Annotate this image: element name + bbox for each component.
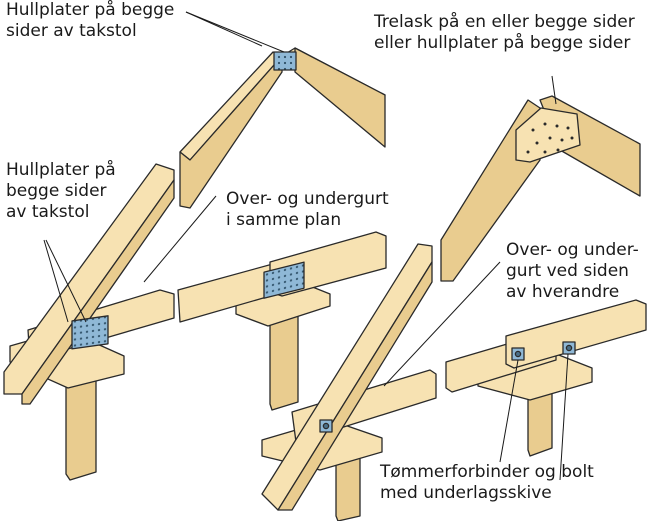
- leader-mid-left-a: [43, 239, 69, 323]
- wood-gusset-plate: [515, 107, 581, 163]
- left-rafter-top-right: [440, 99, 541, 282]
- leader-mid-left-b: [45, 239, 87, 323]
- leader-bottom-right-b: [559, 353, 569, 481]
- bolt-low: [322, 422, 330, 430]
- label-mid-right: Over- og under- gurt ved siden av hveran…: [506, 240, 639, 303]
- label-bottom-right: Tømmerforbinder og bolt med underlagsski…: [380, 462, 594, 504]
- leader-mid-center: [143, 195, 217, 283]
- top-right-apex-joint: [440, 95, 641, 282]
- label-mid-right-line-1: Over- og under-: [506, 240, 639, 260]
- right-bolted-joint: [261, 243, 647, 521]
- label-top-left-line-2: sider av takstol: [6, 21, 137, 41]
- label-mid-left-line-3: av takstol: [6, 202, 90, 222]
- label-mid-right-line-2: gurt ved siden: [506, 261, 629, 281]
- mid-left-heel-joint: [3, 163, 175, 481]
- label-bottom-right-line-1: Tømmerforbinder og bolt: [380, 462, 594, 482]
- nail-plate-center: [263, 261, 305, 299]
- nail-plate-mid-left: [71, 315, 109, 350]
- right-rafter-top-side: [294, 47, 386, 148]
- leader-lines: [43, 11, 569, 481]
- mid-center-splice: [177, 231, 387, 411]
- leader-bottom-right-a: [499, 359, 519, 463]
- label-mid-left-line-1: Hullplater på: [6, 160, 116, 180]
- gusset-nails: [526, 122, 574, 154]
- label-top-right-line-1: Trelask på en eller begge sider: [374, 12, 635, 32]
- bolt-mid: [514, 350, 522, 358]
- label-mid-right-line-3: av hverandre: [506, 282, 620, 302]
- label-top-right: Trelask på en eller begge sider eller hu…: [374, 12, 635, 54]
- label-top-right-line-2: eller hullplater på begge sider: [374, 33, 631, 53]
- left-rafter-top-side: [179, 55, 283, 209]
- label-top-left: Hullplater på begge sider av takstol: [6, 0, 174, 42]
- leader-top-left-b: [185, 11, 285, 53]
- top-left-apex-joint: [179, 47, 386, 209]
- rafter-right-low-side: [277, 261, 433, 511]
- label-mid-left-line-2: begge sider: [6, 181, 107, 201]
- rafter-left-mid-side: [21, 179, 175, 405]
- bolt-right: [565, 344, 573, 352]
- label-mid-left: Hullplater på begge sider av takstol: [6, 160, 116, 223]
- nail-plate-top-left: [273, 51, 297, 71]
- rafter-right-low: [261, 243, 433, 511]
- leader-mid-right: [383, 261, 501, 387]
- leader-top-right: [551, 75, 557, 105]
- label-mid-center: Over- og undergurt i samme plan: [226, 189, 389, 231]
- label-mid-center-line-1: Over- og undergurt: [226, 189, 389, 209]
- label-top-left-line-1: Hullplater på begge: [6, 0, 175, 20]
- label-bottom-right-line-2: med underlagsskive: [380, 483, 552, 503]
- chord-right-right: [505, 299, 647, 369]
- label-mid-center-line-2: i samme plan: [226, 210, 342, 230]
